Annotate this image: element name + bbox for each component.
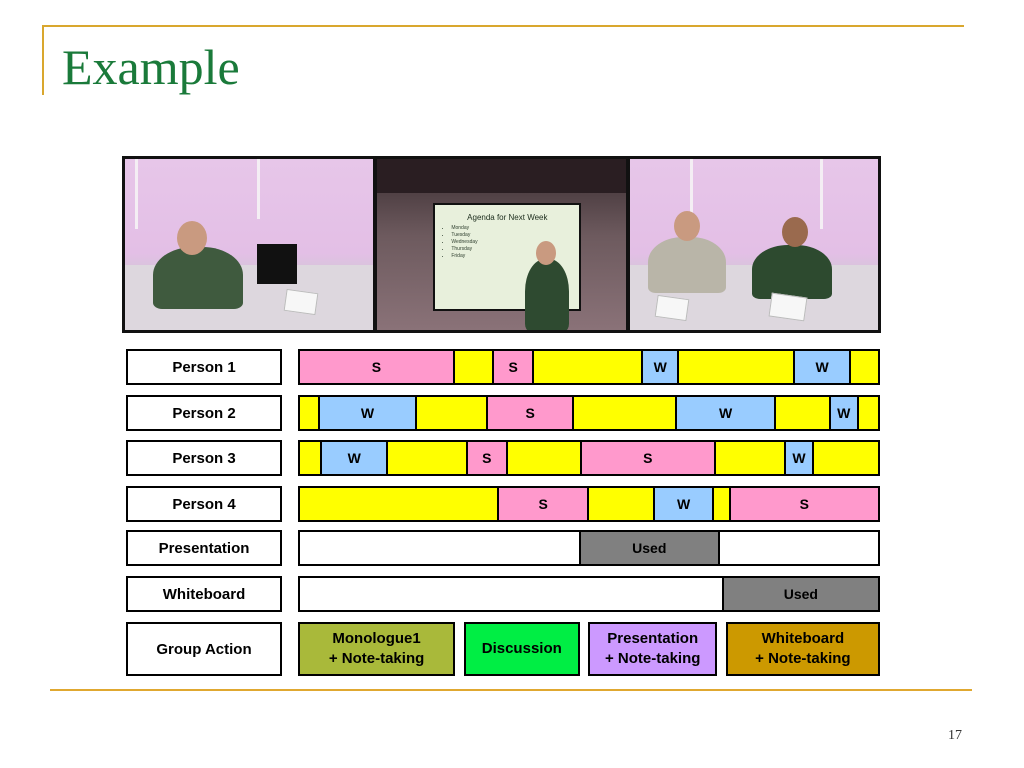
segment-idle — [300, 442, 322, 474]
group-action-presentation: Presentation + Note-taking — [588, 622, 718, 676]
row-label: Person 3 — [126, 440, 282, 476]
segment-idle — [573, 397, 678, 429]
segment-writing: W — [795, 351, 851, 383]
chair — [257, 244, 297, 284]
group-action-monologue: Monologue1 + Note-taking — [298, 622, 456, 676]
segment-speaking: S — [300, 351, 455, 383]
segment-writing: W — [319, 397, 418, 429]
video-strip: Agenda for Next Week Monday Tuesday Wedn… — [122, 156, 881, 333]
row-bar: Used — [298, 530, 880, 566]
slide-title: Example — [62, 39, 240, 95]
segment-writing: W — [321, 442, 389, 474]
segment-idle — [417, 397, 489, 429]
segment-idle — [679, 351, 796, 383]
segment-speaking: S — [494, 351, 535, 383]
segment-speaking: S — [730, 488, 878, 520]
row-label: Presentation — [126, 530, 282, 566]
segment-idle — [775, 397, 831, 429]
segment-idle — [589, 488, 656, 520]
segment-writing: W — [677, 397, 776, 429]
segment-none — [300, 578, 724, 610]
segment-idle — [850, 351, 878, 383]
paper-sheet — [654, 294, 690, 322]
segment-idle — [715, 442, 786, 474]
presenter-head — [536, 241, 557, 265]
segment-idle — [454, 351, 495, 383]
segment-idle — [388, 442, 468, 474]
page-number: 17 — [948, 728, 962, 743]
projected-item: Friday — [451, 253, 477, 260]
projected-slide-list: Monday Tuesday Wednesday Thursday Friday — [445, 225, 477, 260]
segment-writing: W — [655, 488, 714, 520]
participant-head — [781, 217, 808, 247]
row-label: Person 4 — [126, 486, 282, 522]
segment-idle — [300, 488, 500, 520]
projected-item: Thursday — [451, 246, 477, 253]
group-action-discussion: Discussion — [463, 622, 580, 676]
group-action-whiteboard: Whiteboard + Note-taking — [725, 622, 880, 676]
row-label: Person 1 — [126, 349, 282, 385]
paper-sheet — [768, 292, 808, 322]
row-label: Whiteboard — [126, 576, 282, 612]
title-rule-vertical — [42, 25, 44, 95]
projected-item: Monday — [451, 225, 477, 232]
segment-none — [300, 532, 581, 564]
group-action-label: Group Action — [126, 622, 282, 676]
segment-speaking: S — [467, 442, 509, 474]
presenter-figure — [525, 259, 570, 330]
title-rule-horizontal — [42, 25, 964, 27]
camera-view-left — [125, 159, 374, 330]
projection-screen: Agenda for Next Week Monday Tuesday Wedn… — [433, 203, 582, 311]
segment-used: Used — [723, 578, 878, 610]
projected-item: Tuesday — [451, 232, 477, 239]
segment-used: Used — [580, 532, 720, 564]
camera-view-center: Agenda for Next Week Monday Tuesday Wedn… — [377, 159, 626, 330]
participant-head — [177, 221, 207, 255]
row-label: Person 2 — [126, 395, 282, 431]
projected-item: Wednesday — [451, 239, 477, 246]
segment-writing: W — [830, 397, 859, 429]
paper-sheet — [283, 288, 319, 316]
segment-idle — [814, 442, 878, 474]
segment-idle — [858, 397, 878, 429]
segment-idle — [713, 488, 731, 520]
segment-idle — [508, 442, 583, 474]
segment-none — [719, 532, 878, 564]
segment-writing: W — [643, 351, 680, 383]
projected-slide-title: Agenda for Next Week — [467, 213, 548, 222]
row-bar: Used — [298, 576, 880, 612]
segment-speaking: S — [499, 488, 589, 520]
participant-head — [673, 211, 700, 241]
participant-figure — [647, 237, 726, 293]
segment-idle — [300, 397, 320, 429]
segment-speaking: S — [488, 397, 574, 429]
segment-speaking: S — [582, 442, 716, 474]
participant-figure — [751, 245, 832, 299]
camera-view-right — [629, 159, 878, 330]
participant-figure — [153, 247, 243, 309]
segment-writing: W — [785, 442, 815, 474]
segment-idle — [534, 351, 644, 383]
footer-rule — [50, 689, 972, 691]
